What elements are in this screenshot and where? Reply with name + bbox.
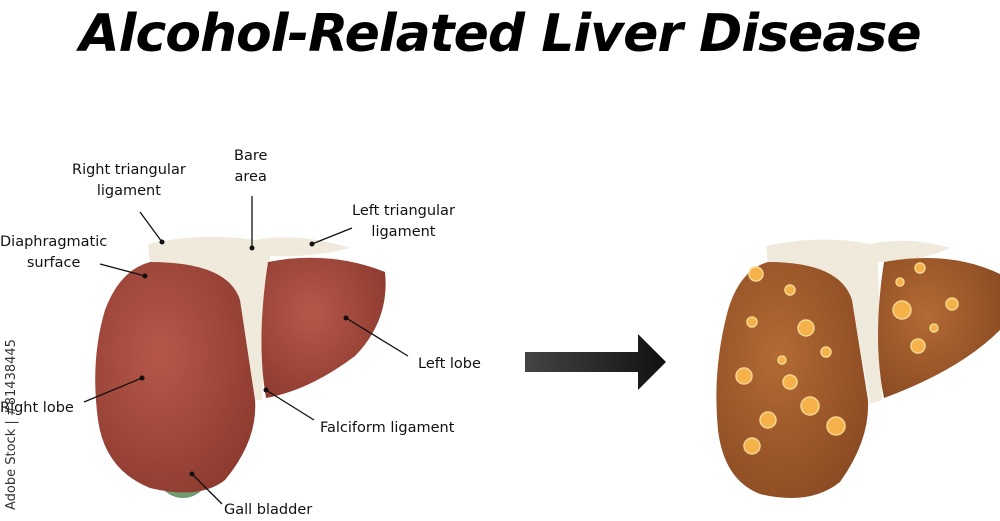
leader-dots: [139, 239, 349, 477]
label-left-lobe: Left lobe: [418, 356, 481, 372]
label-diaphragmatic-surface: Diaphragmatic surface: [0, 232, 107, 274]
healthy-liver: [95, 236, 386, 498]
ligament-band: [148, 236, 350, 400]
label-gall-bladder: Gall bladder: [224, 502, 313, 518]
label-line: Diaphragmatic: [0, 234, 108, 250]
label-line: Left triangular: [352, 203, 455, 219]
label-left-triangular-ligament: Left triangular ligament: [352, 201, 455, 243]
left-lobe-shape: [261, 257, 386, 398]
diseased-liver: [716, 239, 1000, 498]
label-line: Right triangular: [72, 162, 186, 178]
label-falciform-ligament: Falciform ligament: [320, 420, 455, 436]
label-line: area: [234, 169, 267, 185]
right-lobe-shape: [95, 262, 256, 493]
label-right-lobe: Right lobe: [0, 400, 74, 416]
label-line: Bare: [234, 148, 268, 164]
stock-watermark: Adobe Stock | #81438445: [4, 339, 19, 510]
label-bare-area: Bare area: [234, 146, 267, 188]
fat-deposits: [735, 262, 959, 455]
label-right-triangular-ligament: Right triangular ligament: [72, 160, 186, 202]
ligament-band-diseased: [766, 239, 950, 404]
leader-lines: [83, 196, 409, 505]
label-line: ligament: [96, 183, 161, 199]
left-lobe-shape-diseased: [878, 258, 1000, 398]
label-line: surface: [26, 255, 81, 271]
progression-arrow: [525, 334, 666, 390]
page-title: Alcohol-Related Liver Disease: [79, 4, 921, 64]
label-line: ligament: [371, 224, 436, 240]
